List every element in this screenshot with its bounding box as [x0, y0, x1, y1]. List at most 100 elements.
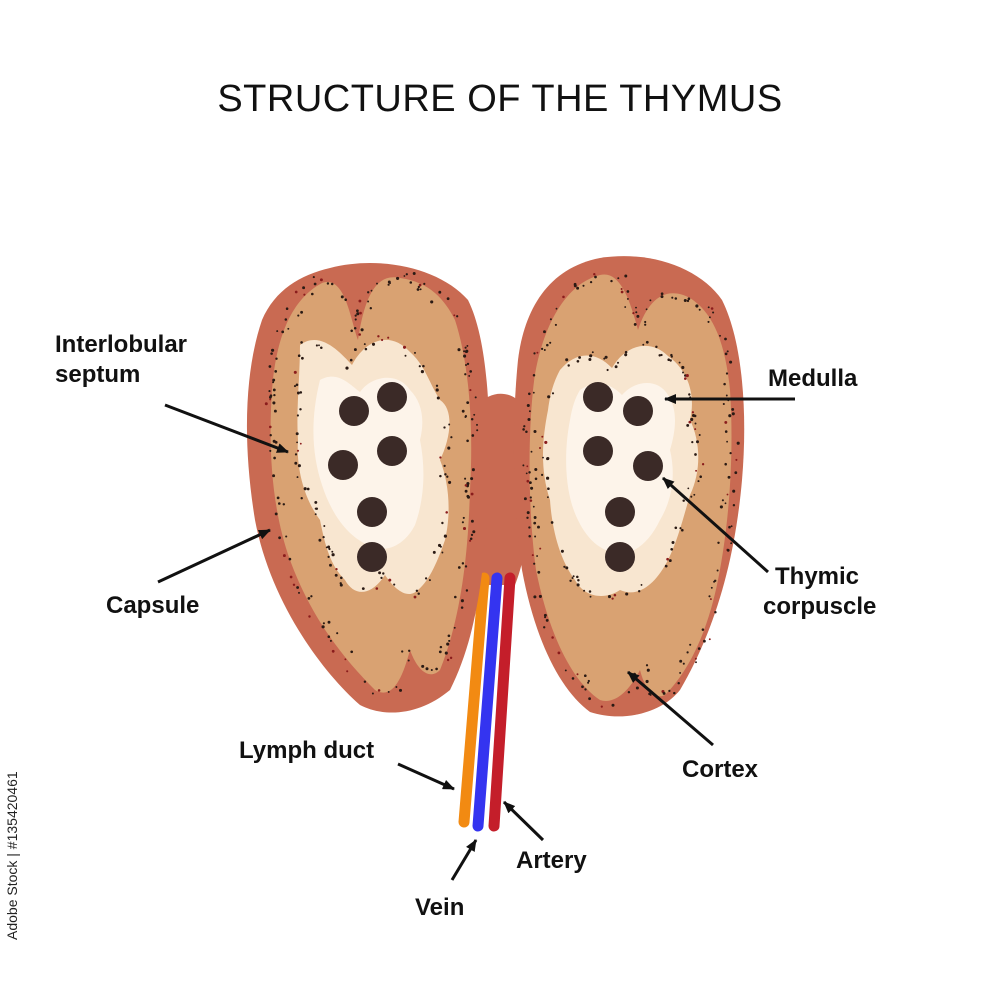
cortex-dot	[577, 579, 580, 582]
cortex-dot	[528, 471, 531, 474]
cortex-dot	[583, 674, 587, 678]
cortex-dot	[470, 533, 474, 537]
cortex-dot	[432, 550, 436, 554]
cortex-dot	[289, 575, 293, 579]
cortex-dot	[528, 481, 532, 485]
cortex-dot	[446, 297, 450, 301]
cortex-dot	[722, 402, 725, 406]
cortex-dot	[463, 350, 466, 353]
cortex-dot	[636, 314, 640, 318]
cortex-dot	[273, 456, 276, 460]
cortex-dot	[686, 651, 689, 654]
cortex-dot	[533, 595, 537, 599]
cortex-dot	[294, 453, 298, 456]
cortex-dot	[625, 592, 629, 596]
cortex-dot	[378, 571, 382, 575]
cortex-dot	[587, 679, 590, 683]
cortex-dot	[532, 505, 535, 508]
cortex-dot	[624, 353, 628, 357]
cortex-dot	[724, 420, 728, 424]
cortex-dot	[707, 320, 710, 323]
cortex-dot	[269, 425, 272, 429]
cortex-dot	[540, 347, 544, 351]
cortex-dot	[300, 310, 304, 314]
cortex-dot	[674, 297, 678, 300]
cortex-dot	[694, 422, 697, 425]
cortex-dot	[703, 639, 706, 643]
cortex-dot	[444, 651, 448, 655]
cortex-dot	[550, 521, 554, 524]
right-lobe	[513, 256, 745, 717]
thymic-corpuscle	[605, 497, 635, 527]
cortex-dot	[293, 370, 297, 374]
right-thymic-corpuscles	[583, 382, 663, 572]
cortex-dot	[533, 516, 537, 519]
cortex-dot	[405, 273, 408, 276]
cortex-dot	[529, 499, 533, 502]
cortex-dot	[547, 395, 551, 399]
cortex-dot	[356, 309, 359, 313]
cortex-dot	[551, 636, 554, 639]
cortex-dot	[268, 390, 271, 393]
cortex-dot	[344, 658, 347, 661]
cortex-dot	[538, 446, 542, 450]
cortex-dot	[297, 464, 301, 468]
cortex-dot	[526, 403, 530, 408]
cortex-dot	[554, 323, 557, 326]
cortex-dot	[308, 615, 311, 618]
cortex-dot	[275, 357, 278, 360]
cortex-dot	[269, 398, 272, 401]
cortex-dot	[730, 525, 733, 528]
cortex-dot	[446, 475, 449, 478]
cortex-dot	[726, 440, 728, 443]
cortex-dot	[690, 495, 693, 498]
cortex-dot	[671, 296, 674, 299]
cortex-dot	[287, 327, 290, 330]
cortex-dot	[435, 384, 439, 387]
cortex-dot	[416, 288, 420, 291]
cortex-dot	[719, 505, 723, 509]
cortex-dot	[626, 297, 629, 300]
cortex-dot	[726, 350, 729, 353]
cortex-dot	[346, 670, 349, 673]
cortex-dot	[724, 430, 728, 433]
cortex-dot	[364, 347, 368, 351]
cortex-dot	[297, 354, 301, 358]
cortex-dot	[589, 280, 593, 284]
cortex-dot	[633, 322, 637, 326]
cortex-dot	[282, 554, 286, 558]
cortex-dot	[662, 691, 666, 695]
cortex-dot	[446, 642, 450, 646]
cortex-dot	[310, 292, 314, 296]
cortex-dot	[674, 526, 678, 530]
cortex-dot	[380, 576, 383, 580]
cortex-dot	[329, 563, 332, 567]
cortex-dot	[387, 283, 390, 286]
cortex-dot	[582, 284, 585, 287]
cortex-dot	[600, 705, 603, 708]
cortex-dot	[606, 368, 609, 372]
cortex-dot	[679, 671, 682, 674]
cortex-dot	[533, 429, 537, 434]
cortex-dot	[307, 597, 311, 600]
cortex-dot	[409, 281, 413, 284]
label-thymic-corpuscle-line2: corpuscle	[763, 593, 877, 620]
cortex-dot	[543, 330, 546, 334]
arrow-capsule	[157, 528, 271, 584]
cortex-dot	[420, 370, 424, 374]
cortex-dot	[470, 519, 474, 523]
cortex-dot	[546, 457, 549, 461]
label-interlobular-septum: Interlobular septum	[55, 330, 187, 390]
cortex-dot	[439, 456, 442, 459]
cortex-dot	[354, 318, 357, 321]
cortex-dot	[476, 429, 479, 432]
label-medulla: Medulla	[768, 365, 858, 392]
cortex-dot	[323, 525, 326, 527]
cortex-dot	[708, 638, 711, 641]
cortex-dot	[466, 344, 469, 347]
cortex-dot	[278, 536, 281, 540]
cortex-dot	[698, 308, 701, 311]
cortex-dot	[435, 667, 438, 671]
cortex-dot	[470, 492, 474, 496]
cortex-dot	[696, 440, 699, 444]
